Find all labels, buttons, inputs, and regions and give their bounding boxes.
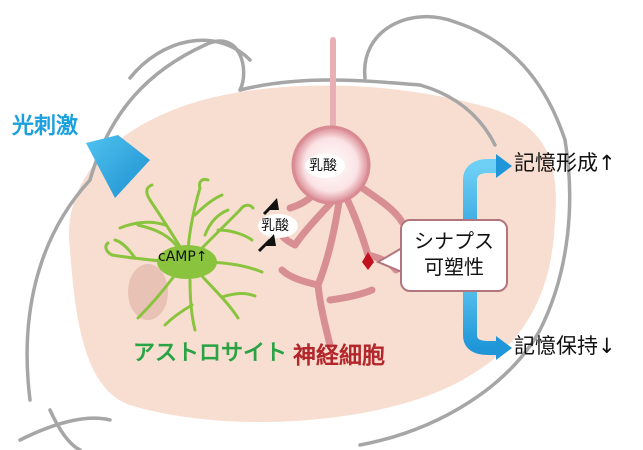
light-cone	[86, 135, 150, 198]
lactate-bubble-neuron	[305, 154, 345, 178]
transfer-arrows	[257, 198, 279, 253]
astrocyte-soma	[157, 245, 217, 279]
neuron-label: 神経細胞	[293, 343, 385, 369]
camp-label: cAMP↑	[158, 249, 208, 265]
astrocyte-label: アストロサイト	[133, 341, 288, 366]
astrocyte-shadow	[128, 264, 168, 320]
light-stimulation-label: 光刺激	[12, 114, 79, 139]
synaptic-plasticity-line1: シナプス	[414, 229, 494, 253]
brain-region	[69, 85, 556, 422]
memory-arrows	[463, 154, 512, 360]
synapse-marker	[362, 252, 374, 270]
synaptic-plasticity-box: シナプス 可塑性	[400, 219, 508, 292]
memory-formation-label: 記憶形成↑	[514, 151, 616, 175]
synaptic-plasticity-line2: 可塑性	[424, 255, 484, 279]
lactate-neuron-label: 乳酸	[309, 158, 337, 174]
mouse-outline	[18, 14, 572, 450]
memory-retention-label: 記憶保持↓	[514, 334, 616, 358]
lactate-bubble-transfer	[258, 214, 298, 238]
lactate-transfer-label: 乳酸	[261, 218, 289, 234]
